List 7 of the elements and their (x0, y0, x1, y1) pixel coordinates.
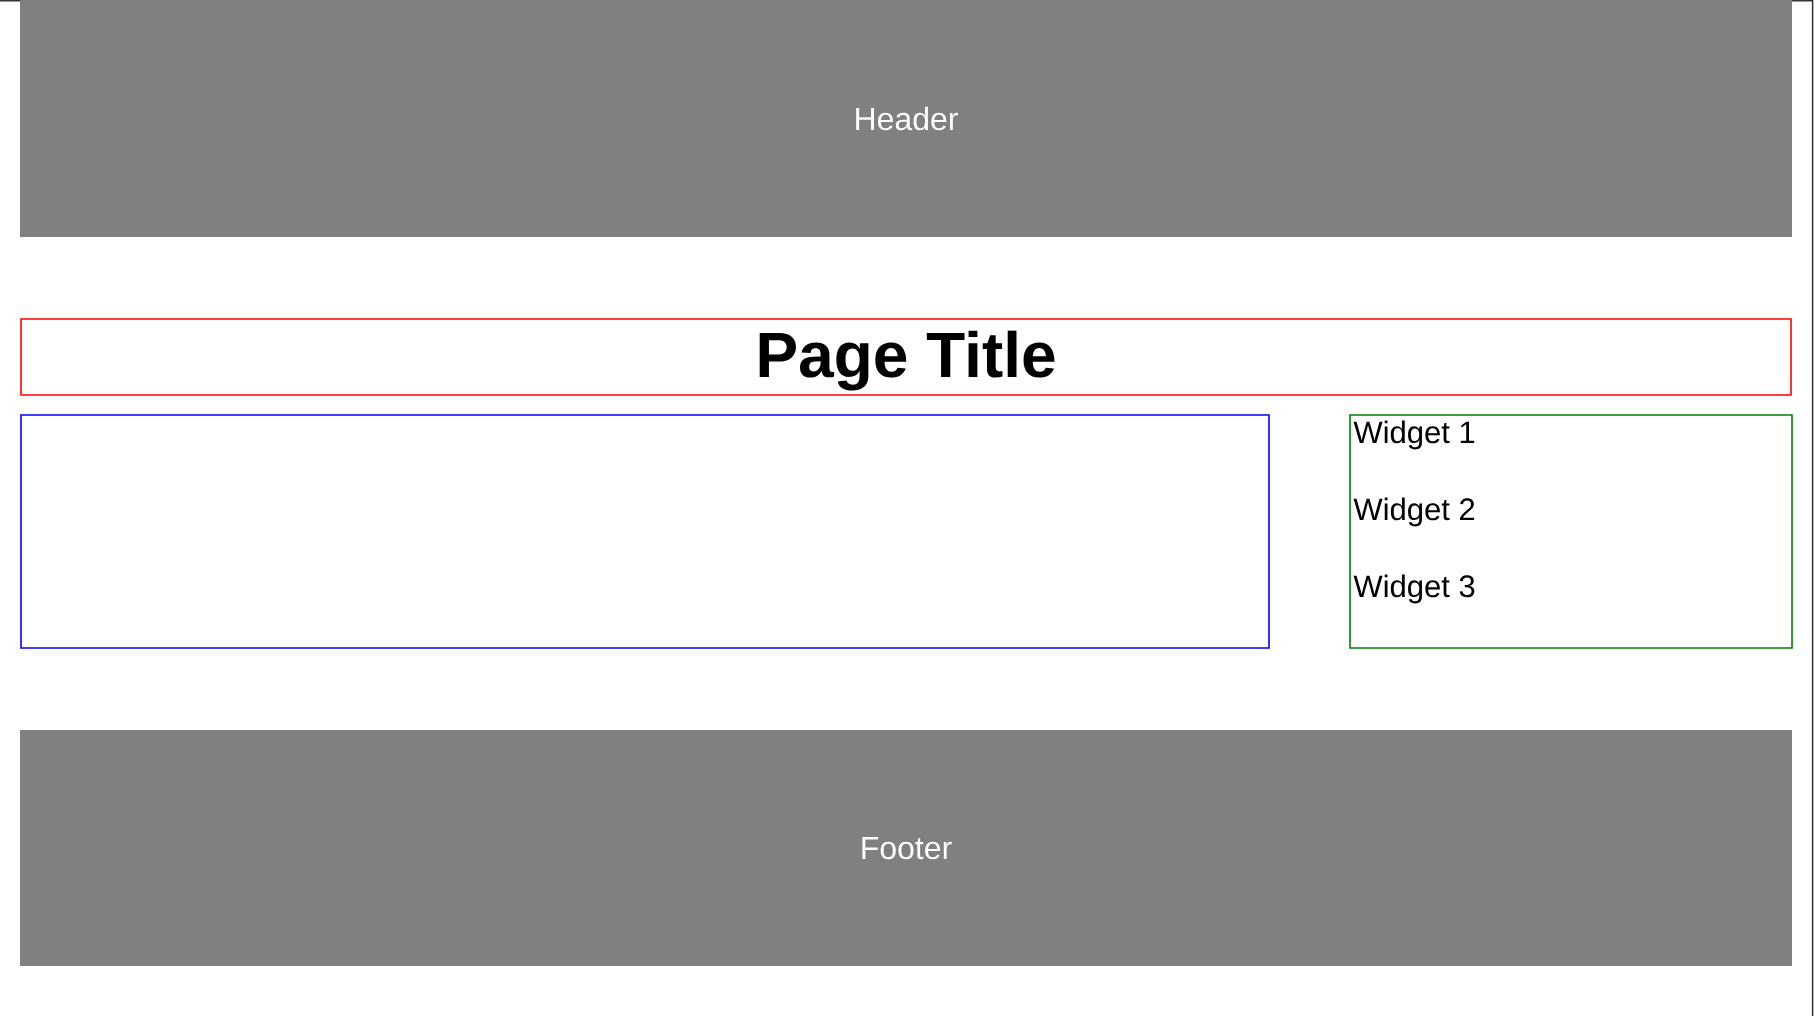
widget-label: Widget 2 (1353, 497, 1475, 527)
content-box (20, 414, 1270, 649)
footer-bar: Footer (20, 730, 1792, 966)
widget-label: Widget 1 (1353, 420, 1475, 450)
widget-label: Widget 3 (1353, 574, 1475, 604)
header-bar: Header (20, 0, 1792, 237)
title-box: Page Title (20, 318, 1792, 396)
